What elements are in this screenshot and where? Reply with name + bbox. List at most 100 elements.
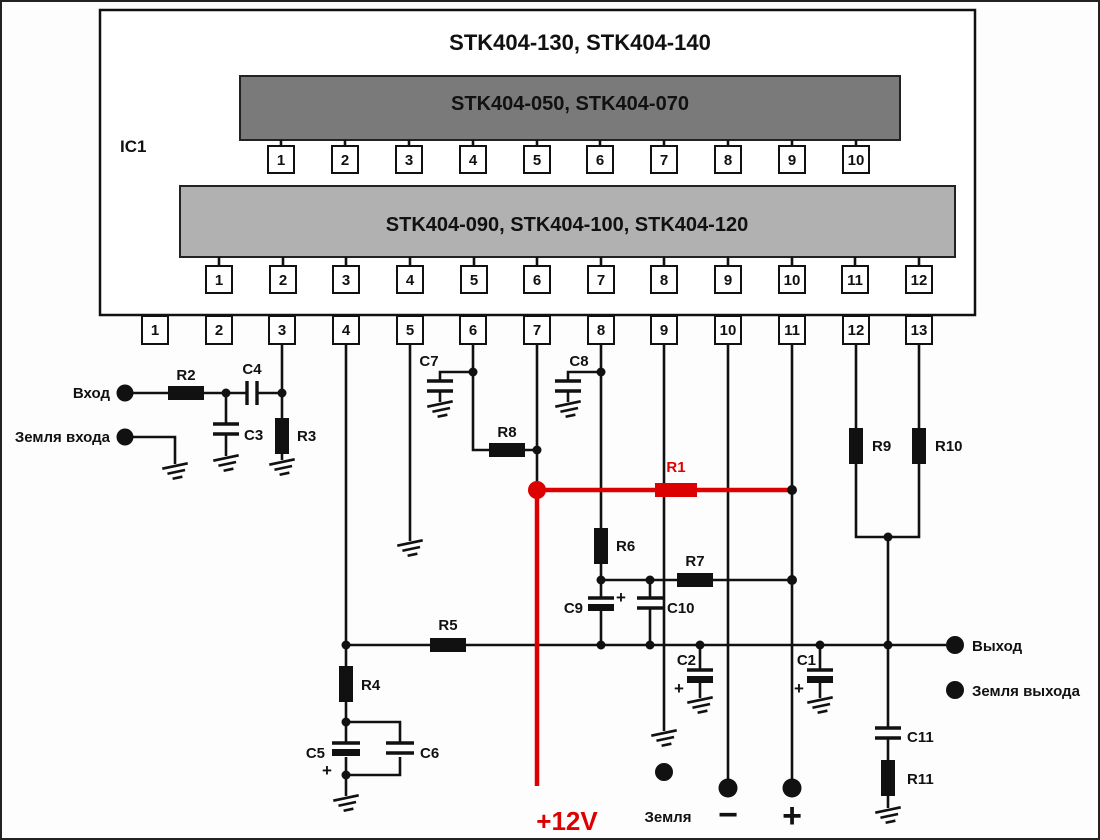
ground-symbol bbox=[649, 728, 681, 749]
capacitor-label: C7 bbox=[419, 353, 438, 370]
capacitor-label: C11 bbox=[907, 729, 934, 746]
pin-box bbox=[586, 145, 614, 174]
pin-box bbox=[587, 265, 615, 294]
pin-box bbox=[714, 145, 742, 174]
ground-symbol bbox=[331, 793, 363, 814]
junction-dot bbox=[645, 575, 655, 585]
ground-symbol bbox=[553, 399, 585, 420]
capacitor-c1-plate bbox=[807, 676, 833, 683]
ic-variant-b-title: STK404-090, STK404-100, STK404-120 bbox=[386, 214, 748, 236]
capacitor-label: C1 bbox=[797, 652, 816, 669]
junction-dot bbox=[815, 640, 825, 650]
supply-plus-terminal bbox=[782, 778, 802, 798]
pin-box bbox=[267, 145, 295, 174]
pin-number: 6 bbox=[533, 272, 541, 289]
ground-symbol bbox=[425, 399, 457, 420]
resistor-r8 bbox=[489, 443, 525, 457]
pin-box bbox=[523, 145, 551, 174]
output-ground-terminal bbox=[946, 681, 964, 699]
capacitor-c2-plate bbox=[687, 676, 713, 683]
junction-dot bbox=[341, 640, 351, 650]
ground-symbol bbox=[805, 695, 837, 716]
capacitor-label: C10 bbox=[667, 600, 695, 617]
junction-dot bbox=[787, 485, 797, 495]
capacitor-label: C9 bbox=[564, 600, 583, 617]
pin-stubs-row-b bbox=[217, 257, 921, 266]
pin-box bbox=[459, 145, 487, 174]
pin-box bbox=[778, 265, 806, 294]
capacitor-c10 bbox=[637, 596, 663, 610]
pin-number: 9 bbox=[724, 272, 732, 289]
supply-node-dot bbox=[528, 481, 546, 499]
pin-box bbox=[141, 315, 169, 345]
pin-number: 8 bbox=[660, 272, 668, 289]
resistor-label: R7 bbox=[685, 553, 704, 570]
output-ground-label: Земля выхода bbox=[972, 683, 1081, 700]
pin-box bbox=[778, 145, 806, 174]
capacitor-c8 bbox=[555, 379, 581, 393]
pin-number: 1 bbox=[277, 152, 285, 169]
junction-dot bbox=[695, 640, 705, 650]
input-terminal bbox=[116, 384, 134, 402]
pin-box bbox=[841, 265, 869, 294]
resistor-r7 bbox=[677, 573, 713, 587]
pin-box bbox=[842, 315, 870, 345]
resistor-label: R3 bbox=[297, 428, 316, 445]
junction-dot bbox=[221, 388, 231, 398]
output-terminal bbox=[946, 636, 964, 654]
pin-box bbox=[332, 265, 360, 294]
junction-dot bbox=[468, 367, 478, 377]
junction-dot bbox=[645, 640, 655, 650]
pin-box bbox=[650, 145, 678, 174]
supply-plus-label: + bbox=[782, 797, 802, 835]
pin-number: 3 bbox=[405, 152, 413, 169]
pin-box bbox=[842, 145, 870, 174]
pin-number: 12 bbox=[848, 322, 865, 339]
capacitor-c6 bbox=[386, 741, 414, 755]
ground-label: Земля bbox=[645, 809, 692, 826]
pin-number: 6 bbox=[469, 322, 477, 339]
wiring bbox=[125, 344, 946, 808]
input-ground-label: Земля входа bbox=[15, 429, 111, 446]
capacitor-c3 bbox=[213, 422, 239, 436]
resistor-label: R10 bbox=[935, 438, 963, 455]
pin-number: 2 bbox=[341, 152, 349, 169]
input-label: Вход bbox=[73, 385, 111, 402]
resistor-label: R5 bbox=[438, 617, 457, 634]
pin-number: 7 bbox=[597, 272, 605, 289]
pin-number: 11 bbox=[784, 322, 800, 339]
polarity-plus: + bbox=[674, 679, 684, 698]
ic-title: STK404-130, STK404-140 bbox=[449, 30, 711, 55]
pin-box bbox=[205, 265, 233, 294]
pin-box bbox=[460, 265, 488, 294]
resistor-r1 bbox=[655, 483, 697, 497]
pin-number: 8 bbox=[597, 322, 605, 339]
resistor-label: R6 bbox=[616, 538, 635, 555]
pin-number: 13 bbox=[911, 322, 928, 339]
ground-symbol bbox=[873, 805, 905, 826]
pin-number: 5 bbox=[533, 152, 541, 169]
capacitor-c4 bbox=[245, 381, 259, 405]
pin-number: 3 bbox=[342, 272, 350, 289]
pin-box bbox=[523, 265, 551, 294]
pin-box bbox=[905, 315, 933, 345]
pin-box bbox=[650, 265, 678, 294]
resistor-label: R9 bbox=[872, 438, 891, 455]
resistor-r6 bbox=[594, 528, 608, 564]
pin-number: 8 bbox=[724, 152, 732, 169]
resistor-label: R2 bbox=[176, 367, 195, 384]
output-label: Выход bbox=[972, 638, 1023, 655]
resistor-r3 bbox=[275, 418, 289, 454]
capacitor-label: C8 bbox=[569, 353, 588, 370]
resistor-label: R4 bbox=[361, 677, 381, 694]
junction-dot bbox=[596, 640, 606, 650]
pin-number: 9 bbox=[788, 152, 796, 169]
pin-box bbox=[395, 145, 423, 174]
capacitor-c7 bbox=[427, 379, 453, 393]
capacitor-c9-plate bbox=[588, 604, 614, 611]
resistor-label: R11 bbox=[907, 771, 934, 788]
capacitor-label: C2 bbox=[677, 652, 696, 669]
resistor-label: R1 bbox=[666, 459, 685, 476]
pin-box bbox=[205, 315, 233, 345]
